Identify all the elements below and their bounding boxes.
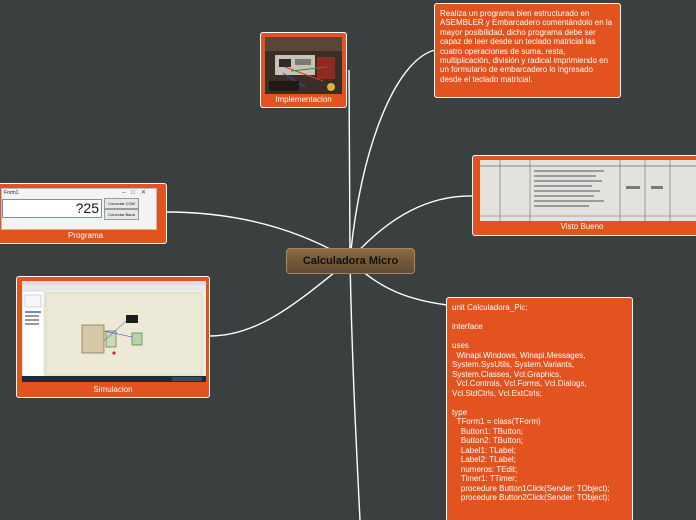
- window-controls-icon: –□✕: [122, 190, 152, 196]
- programa-display: ?25: [2, 199, 102, 218]
- simulacion-caption: Simulacion: [93, 385, 133, 394]
- programa-button-baud: Conectar Baud: [104, 209, 139, 220]
- connector-visto-bueno: [349, 195, 475, 261]
- connector-descripcion: [349, 49, 436, 261]
- central-topic[interactable]: Calculadora Micro: [286, 248, 415, 274]
- node-codigo[interactable]: unit Calculadora_Pic; interface uses Win…: [446, 297, 633, 520]
- programa-form-screenshot: Form1 –□✕ ?25 Conectar COM Conectar Baud: [1, 188, 157, 230]
- programa-button-com: Conectar COM: [104, 198, 139, 209]
- visto-bueno-document-photo: [480, 160, 696, 221]
- node-visto-bueno[interactable]: Visto Bueno: [472, 155, 696, 236]
- simulacion-screenshot: [22, 281, 206, 382]
- proteus-simulation-icon: [22, 281, 206, 382]
- programa-window-title: Form1: [4, 190, 19, 196]
- programa-display-value: ?25: [75, 200, 99, 216]
- connector-bottom: [349, 259, 361, 520]
- document-table-icon: [480, 160, 696, 221]
- circuit-photo-icon: [265, 37, 342, 94]
- node-descripcion[interactable]: Realiza un programa bien estructurado en…: [434, 3, 621, 98]
- connector-implementacion: [348, 69, 351, 261]
- programa-caption: Programa: [67, 231, 104, 240]
- implementacion-caption: Implementacion: [275, 95, 332, 104]
- codigo-text: unit Calculadora_Pic; interface uses Win…: [452, 303, 610, 502]
- implementacion-photo: [265, 37, 342, 94]
- descripcion-text: Realiza un programa bien estructurado en…: [440, 9, 613, 84]
- node-programa[interactable]: Form1 –□✕ ?25 Conectar COM Conectar Baud…: [0, 183, 167, 244]
- visto-bueno-caption: Visto Bueno: [560, 222, 604, 231]
- node-implementacion[interactable]: Implementacion: [260, 32, 347, 108]
- node-simulacion[interactable]: Simulacion: [16, 276, 210, 398]
